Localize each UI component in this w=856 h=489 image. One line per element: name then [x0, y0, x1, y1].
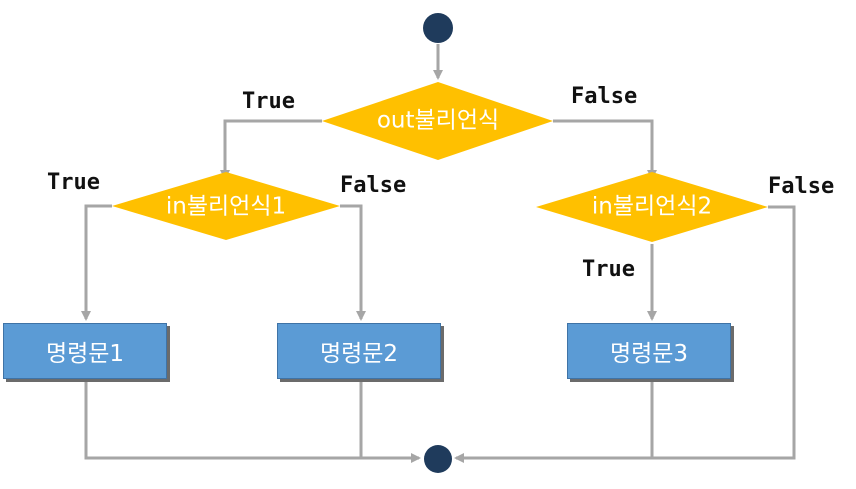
- statement-2-label: 명령문2: [319, 341, 399, 367]
- decision-inner1-diamond: [112, 172, 340, 240]
- connector-inner1-false: [340, 204, 366, 321]
- connector-outer-true: [220, 119, 322, 180]
- inner2-true-label: True: [582, 257, 635, 282]
- inner2-false-label: False: [768, 174, 835, 199]
- statement-2-box: 명령문2: [277, 323, 441, 379]
- decision-inner1-label: in불리언식1: [165, 193, 287, 220]
- decision-outer-diamond: [322, 82, 553, 160]
- statement-3-box: 명령문3: [567, 323, 731, 379]
- end-node: [424, 445, 452, 473]
- outer-false-label: False: [571, 84, 638, 109]
- start-node: [423, 13, 453, 43]
- outer-true-label: True: [242, 89, 295, 114]
- connector-inner1-true: [81, 204, 112, 321]
- statement-1-label: 명령문1: [45, 341, 125, 367]
- statement-3-label: 명령문3: [609, 341, 689, 367]
- decision-inner2-label: in불리언식2: [591, 193, 713, 220]
- decision-inner2-diamond: [536, 172, 768, 242]
- inner1-true-label: True: [47, 170, 100, 195]
- decision-outer-label: out불리언식: [376, 107, 500, 134]
- statement-1-box: 명령문1: [3, 323, 167, 379]
- inner1-false-label: False: [340, 173, 407, 198]
- connector-s1-to-end: [84, 380, 421, 463]
- connector-outer-false: [553, 119, 657, 180]
- connector-inner2-false: [454, 205, 796, 463]
